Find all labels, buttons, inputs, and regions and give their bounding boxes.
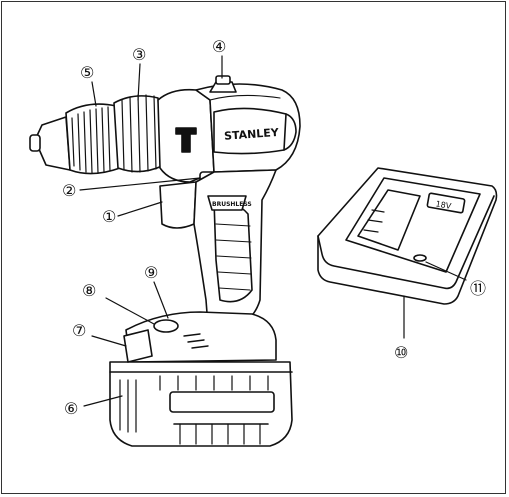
brand-label: STANLEY <box>224 126 281 143</box>
battery-release-button <box>123 329 153 363</box>
charger: 18V <box>317 167 498 305</box>
callout-8: ⑧ <box>82 281 96 300</box>
callout-2: ② <box>62 181 76 200</box>
charge-indicator <box>153 319 209 349</box>
chuck-sleeve <box>65 103 121 175</box>
callout-1: ① <box>102 207 116 226</box>
battery-pack <box>109 311 293 447</box>
callout-6: ⑥ <box>64 399 78 418</box>
gear-selector <box>209 75 237 93</box>
svg-text:18V: 18V <box>435 199 452 211</box>
callout-4: ④ <box>212 37 226 56</box>
gearbox-housing <box>157 88 215 183</box>
chuck-nose <box>29 116 71 171</box>
callout-5: ⑤ <box>80 63 94 82</box>
callout-11: ⑪ <box>470 279 486 298</box>
leader-lines <box>79 55 467 407</box>
callout-3: ③ <box>132 45 146 64</box>
handle <box>193 169 277 327</box>
callout-7: ⑦ <box>72 321 86 340</box>
callout-9: ⑨ <box>144 263 158 282</box>
callout-10: ⑩ <box>394 343 408 362</box>
trigger <box>159 181 197 229</box>
motor-housing <box>195 83 301 173</box>
clutch-ring <box>113 94 163 173</box>
grip-label: BRUSHLESS <box>212 201 252 208</box>
